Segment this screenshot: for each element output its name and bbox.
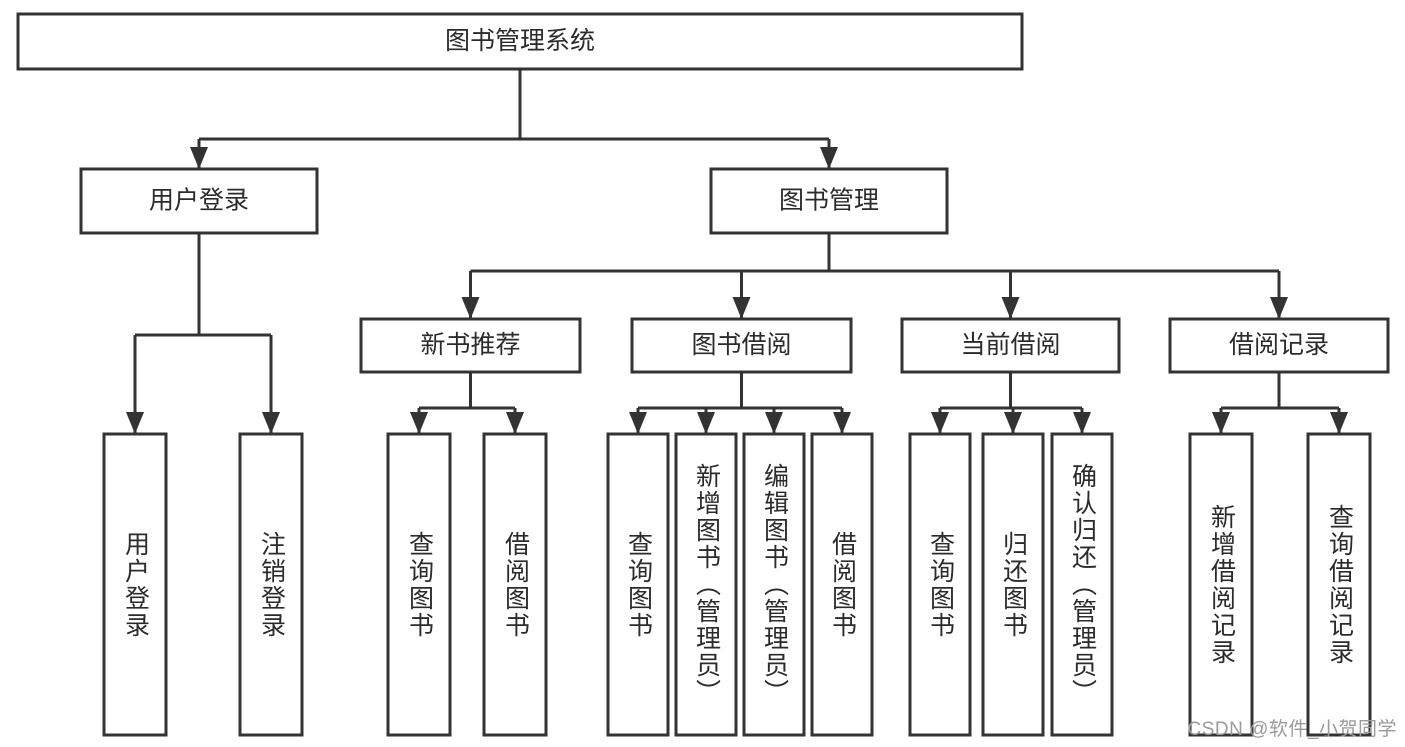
node-box-book-borrow	[630, 317, 853, 374]
node-box-current-borrow	[900, 317, 1121, 374]
node-label-book-borrow: 图书借阅	[691, 331, 791, 359]
node-box-user-login	[79, 167, 319, 235]
node-label-borrow-record: 借阅记录	[1229, 331, 1329, 359]
node-label-user-login: 用户登录	[149, 187, 249, 215]
arrow-head-leaf-borrow-book-2	[833, 412, 851, 434]
node-box-leaf-query-book-3	[908, 432, 972, 737]
arrow-head-leaf-query-book-2	[629, 412, 647, 434]
node-box-leaf-confirm-return	[1050, 432, 1114, 737]
arrow-head-borrow-record	[1270, 297, 1288, 319]
node-box-new-book-rec	[359, 317, 582, 374]
arrow-head-leaf-query-book-3	[931, 412, 949, 434]
node-box-leaf-query-book-1	[386, 432, 452, 737]
arrow-head-leaf-return-book	[1004, 412, 1022, 434]
node-box-leaf-add-record	[1188, 432, 1254, 737]
csdn-watermark: CSDN @软件_小贺同学	[1187, 719, 1397, 740]
arrow-head-leaf-borrow-book-1	[506, 412, 524, 434]
node-label-book-manage: 图书管理	[779, 187, 879, 215]
node-box-leaf-user-login	[102, 432, 168, 737]
node-box-layer	[16, 12, 1390, 737]
node-box-leaf-query-book-2	[606, 432, 670, 737]
arrow-head-leaf-edit-book	[765, 412, 783, 434]
connector-layer	[126, 69, 1348, 434]
arrow-head-user-login	[190, 147, 208, 169]
arrow-head-leaf-confirm-return	[1073, 412, 1091, 434]
node-box-leaf-edit-book	[742, 432, 806, 737]
arrow-head-book-borrow	[732, 297, 751, 319]
arrow-head-leaf-query-book-1	[410, 412, 428, 434]
arrow-head-leaf-logout	[262, 412, 280, 434]
node-box-root	[16, 12, 1024, 71]
arrow-head-leaf-add-record	[1212, 412, 1230, 434]
node-label-new-book-rec: 新书推荐	[420, 331, 520, 359]
arrow-head-leaf-query-record	[1330, 412, 1348, 434]
node-box-leaf-add-book	[674, 432, 738, 737]
node-box-book-manage	[709, 167, 949, 235]
arrow-head-leaf-user-login	[126, 412, 144, 434]
node-label-current-borrow: 当前借阅	[960, 331, 1060, 359]
node-box-leaf-query-record	[1306, 432, 1372, 737]
arrow-head-book-manage	[820, 147, 838, 169]
arrow-head-new-book-rec	[461, 297, 480, 319]
node-box-leaf-logout	[238, 432, 304, 737]
node-box-borrow-record	[1168, 317, 1390, 374]
node-label-root: 图书管理系统	[445, 27, 595, 55]
node-box-leaf-return-book	[981, 432, 1045, 737]
arrow-head-leaf-add-book	[697, 412, 715, 434]
node-box-leaf-borrow-book-2	[810, 432, 874, 737]
arrow-head-current-borrow	[1001, 297, 1020, 319]
node-box-leaf-borrow-book-1	[482, 432, 548, 737]
